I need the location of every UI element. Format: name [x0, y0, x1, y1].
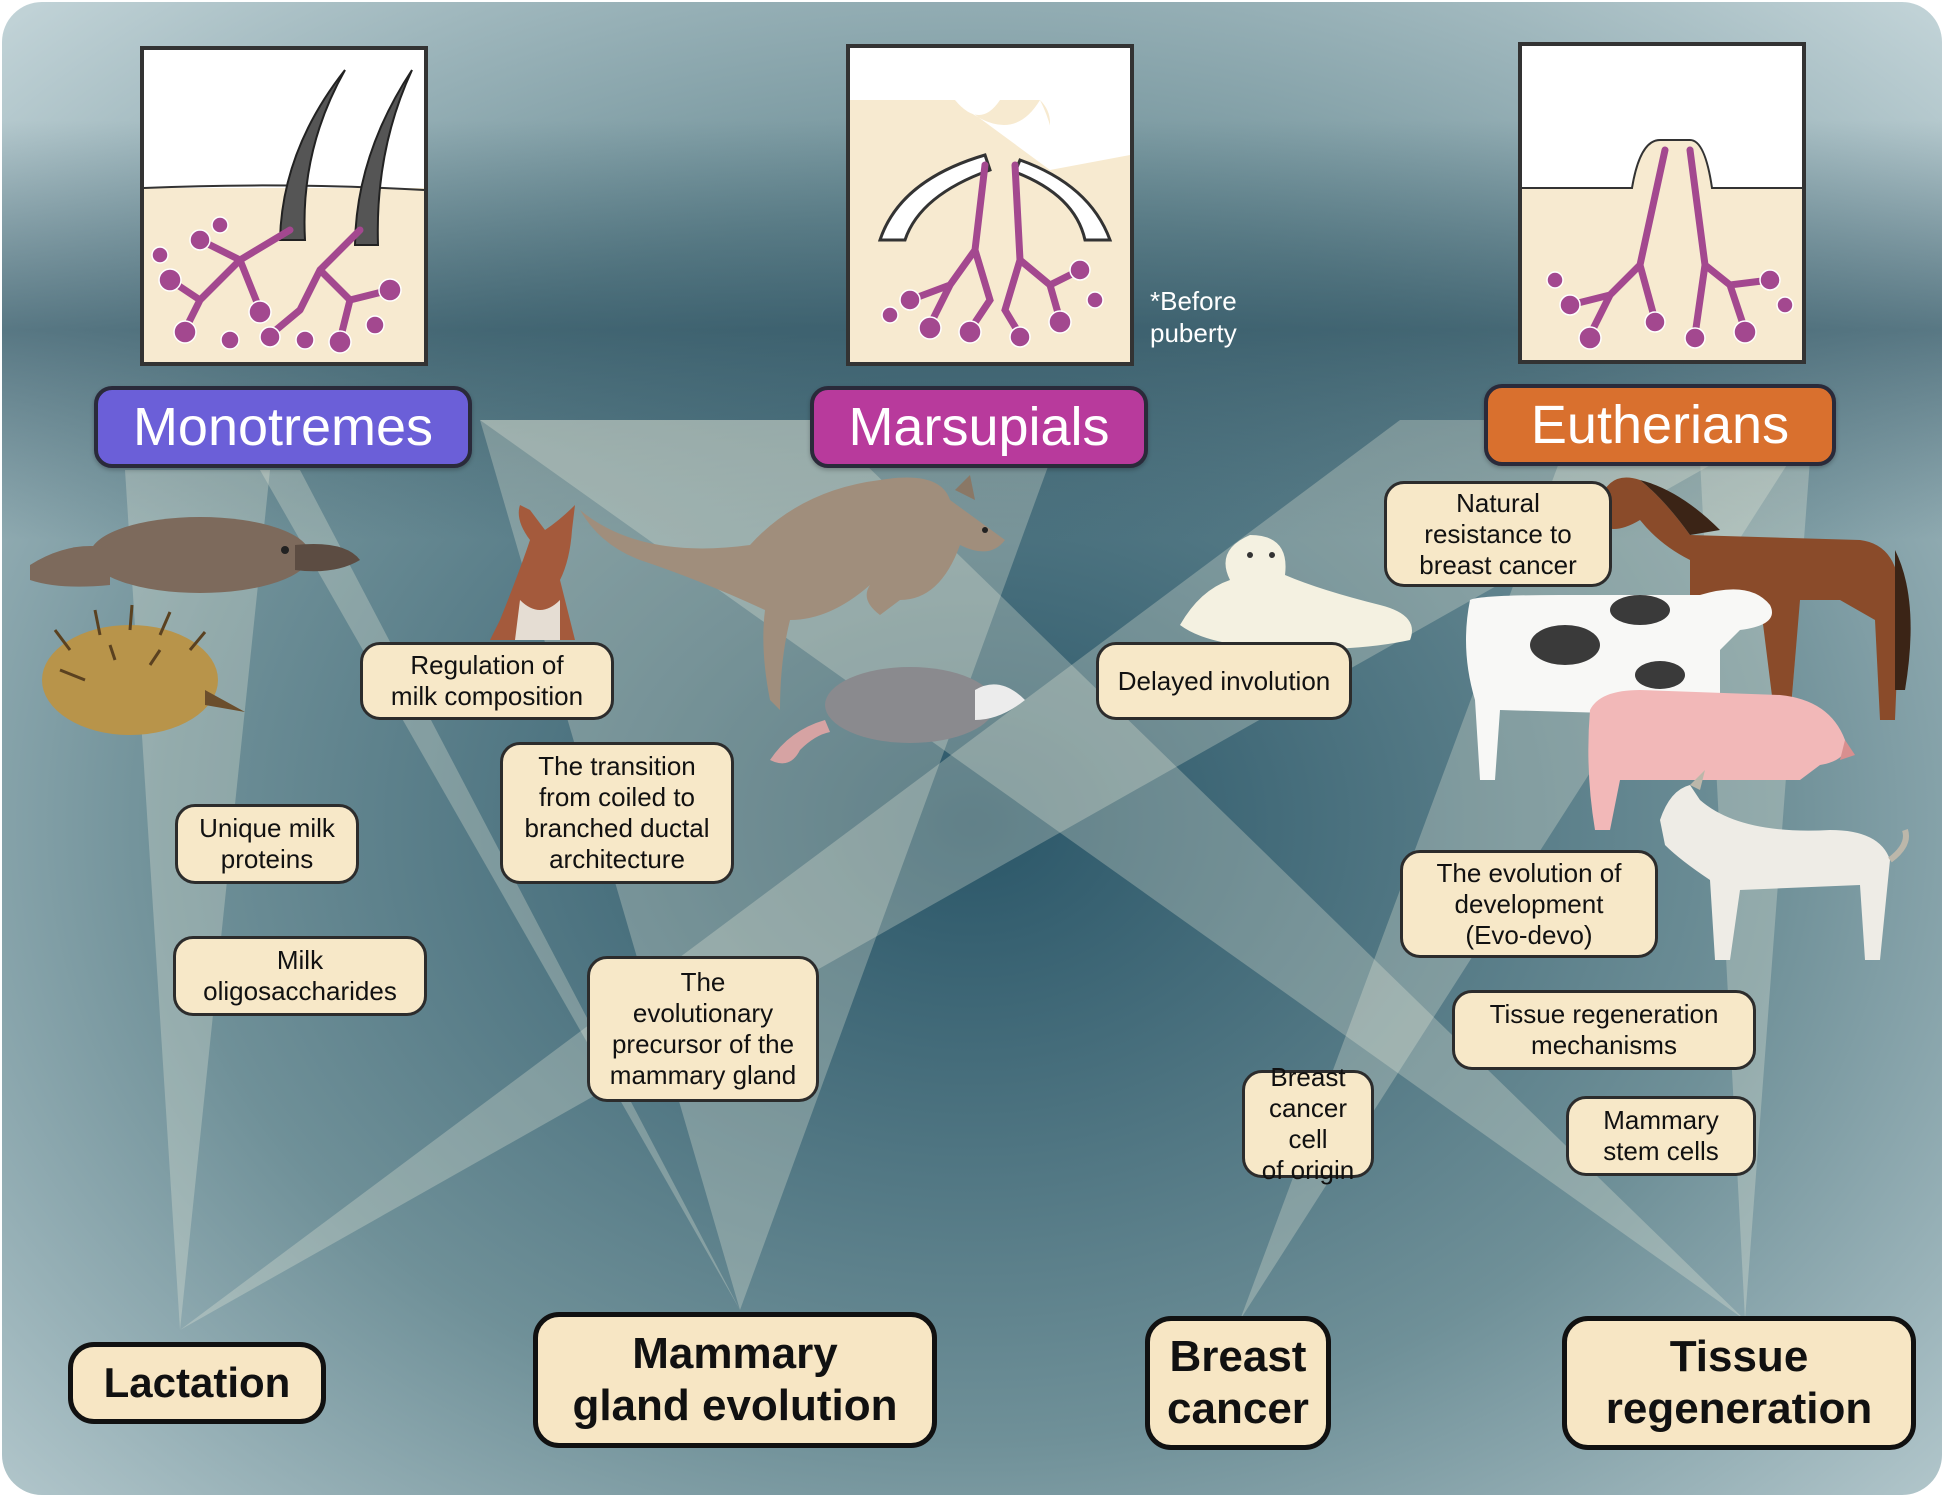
topic-cell-of-origin: Breast cancer cell of origin [1242, 1062, 1374, 1185]
group-label-eutherians: Eutherians [1484, 384, 1836, 466]
eutherian-gland-panel [1518, 42, 1806, 364]
cow-icon [1466, 589, 1772, 780]
seal-pup-icon [1180, 535, 1412, 649]
opossum-icon [770, 667, 1025, 764]
before-puberty-note: *Before puberty [1150, 286, 1237, 348]
topic-regeneration-mechanisms: Tissue regeneration mechanisms [1452, 990, 1756, 1070]
monotreme-gland-panel [140, 46, 428, 366]
group-label-eutherians-text: Eutherians [1530, 395, 1790, 455]
echidna-icon [42, 604, 245, 735]
field-mammary-evolution: Mammary gland evolution [533, 1312, 937, 1448]
topic-delayed-involution: Delayed involution [1096, 642, 1352, 720]
topic-evo-devo: The evolution of development (Evo-devo) [1400, 850, 1658, 958]
duct-tree-icon [166, 226, 394, 344]
hair-follicle-icon [278, 69, 413, 246]
field-tissue-regeneration: Tissue regeneration [1562, 1316, 1916, 1450]
group-label-marsupials-text: Marsupials [848, 397, 1110, 457]
wallaby-icon [490, 505, 575, 640]
topic-stem-cells: Mammary stem cells [1566, 1096, 1756, 1176]
marsupial-gland-panel [846, 44, 1134, 366]
topic-precursor: The evolutionary precursor of the mammar… [587, 956, 819, 1102]
topic-unique-proteins: Unique milk proteins [175, 804, 359, 884]
goat-icon [1660, 770, 1909, 960]
kangaroo-icon [580, 475, 1005, 710]
coiled-pouch-icon [877, 153, 1113, 242]
topic-transition: The transition from coiled to branched d… [500, 742, 734, 884]
topic-regulation: Regulation of milk composition [360, 642, 614, 720]
topic-oligosaccharides: Milk oligosaccharides [173, 936, 427, 1016]
field-breast-cancer: Breast cancer [1145, 1316, 1331, 1450]
group-label-monotremes: Monotremes [94, 386, 472, 468]
beam-eutherians-lactation [180, 420, 1790, 1330]
platypus-icon [30, 517, 360, 593]
topic-natural-resistance: Natural resistance to breast cancer [1384, 481, 1612, 587]
group-label-monotremes-text: Monotremes [132, 397, 434, 457]
group-label-marsupials: Marsupials [810, 386, 1148, 468]
beam-marsupials-mammary [480, 420, 1065, 1310]
field-lactation: Lactation [68, 1342, 326, 1424]
beam-marsupials-regeneration [480, 420, 1745, 1320]
pig-icon [1588, 690, 1855, 830]
